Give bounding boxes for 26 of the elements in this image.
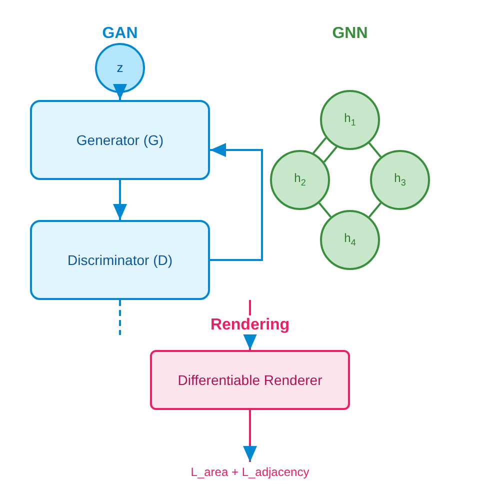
circle-node	[95, 43, 145, 93]
connector-line	[312, 137, 327, 154]
node-label: Differentiable Renderer	[176, 372, 324, 388]
connector-line	[323, 146, 338, 163]
graph-node-circle	[270, 150, 330, 210]
section-title: GNN	[332, 25, 368, 43]
node-label: h$_{4}$	[343, 231, 357, 249]
connector-line	[368, 202, 382, 218]
connector-line	[368, 142, 382, 158]
node-label: Generator (G)	[75, 132, 165, 148]
node-label: h$_{3}$	[393, 171, 407, 189]
node-label: h$_{1}$	[343, 111, 357, 129]
process-box	[30, 100, 210, 180]
arrow	[113, 84, 127, 100]
section-title: GAN	[102, 25, 138, 43]
arrow	[113, 180, 127, 220]
node-label: z	[116, 60, 124, 76]
node-label: h$_{2}$	[293, 171, 307, 189]
loss-text: L_area + L_adjacency	[165, 462, 335, 482]
arrow	[210, 143, 263, 261]
node-label: Discriminator (D)	[66, 252, 174, 268]
dashed-line	[119, 300, 121, 335]
arrow	[243, 410, 257, 462]
connector-line	[318, 202, 332, 218]
renderer-box	[150, 350, 350, 410]
process-box	[30, 220, 210, 300]
